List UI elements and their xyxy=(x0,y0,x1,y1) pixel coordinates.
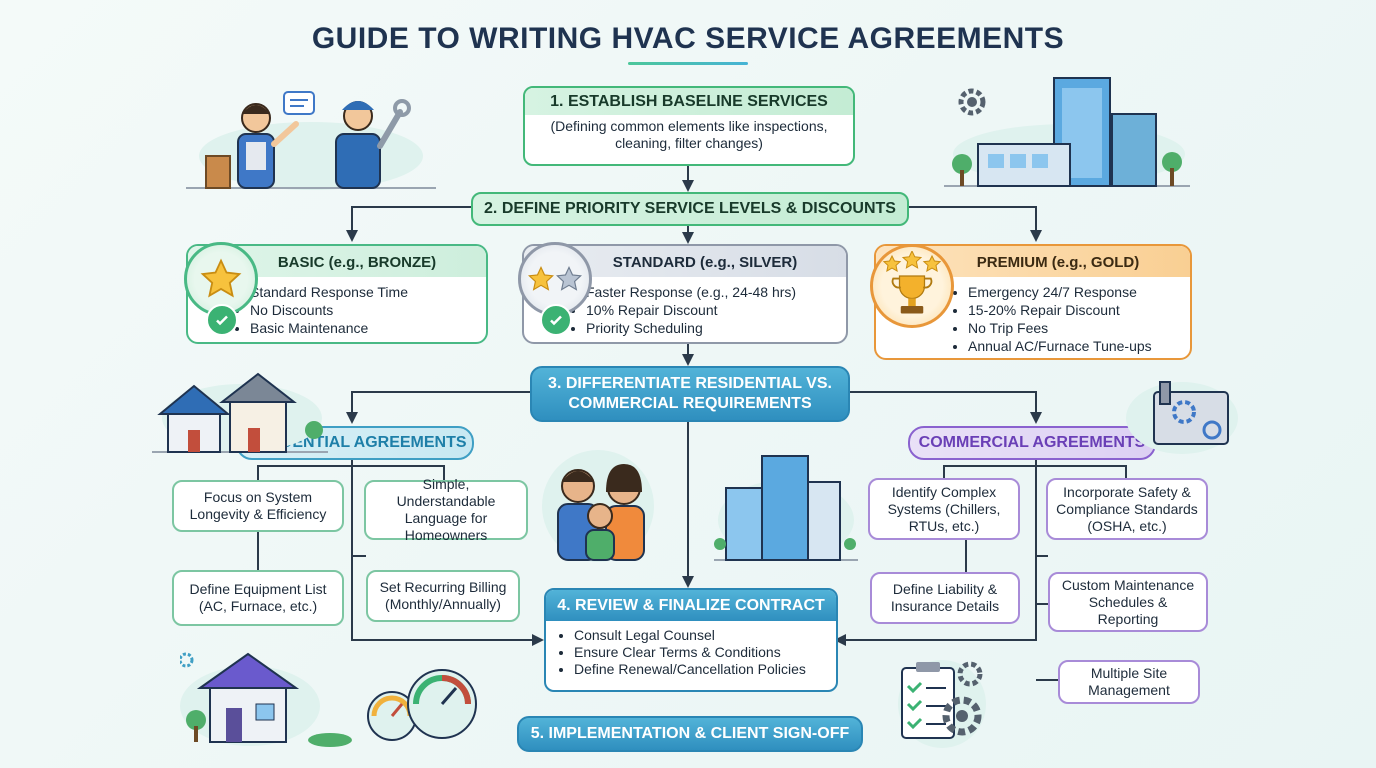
step-4-title: 4. REVIEW & FINALIZE CONTRACT xyxy=(546,590,836,621)
list-item: 15-20% Repair Discount xyxy=(968,301,1190,319)
step-4-box: 4. REVIEW & FINALIZE CONTRACT Consult Le… xyxy=(544,588,838,692)
residential-node-language: Simple, Understandable Language for Home… xyxy=(364,476,528,543)
list-item: Priority Scheduling xyxy=(586,319,846,337)
title-underline xyxy=(628,62,748,65)
trophy-icon xyxy=(870,244,954,328)
list-item: Annual AC/Furnace Tune-ups xyxy=(968,337,1190,355)
step-1-title: 1. ESTABLISH BASELINE SERVICES xyxy=(525,88,853,115)
node-text: Incorporate Safety & Compliance Standard… xyxy=(1056,483,1198,534)
commercial-node-complex-systems: Identify Complex Systems (Chillers, RTUs… xyxy=(868,478,1020,540)
node-text: Multiple Site Management xyxy=(1088,665,1170,698)
node-text: Set Recurring Billing (Monthly/Annually) xyxy=(379,579,507,612)
office-tower-illustration xyxy=(714,455,858,561)
list-item: No Discounts xyxy=(250,301,486,319)
houses-illustration xyxy=(152,372,328,453)
step-1-box: 1. ESTABLISH BASELINE SERVICES (Defining… xyxy=(523,86,855,166)
list-item: 10% Repair Discount xyxy=(586,301,846,319)
commercial-node-safety: Incorporate Safety & Compliance Standard… xyxy=(1046,478,1208,540)
tier-basic-list: Standard Response Time No Discounts Basi… xyxy=(188,283,486,337)
tier-premium-list: Emergency 24/7 Response 15-20% Repair Di… xyxy=(876,283,1190,355)
technicians-illustration xyxy=(186,91,436,190)
commercial-node-liability: Define Liability & Insurance Details xyxy=(870,572,1020,624)
hvac-unit-illustration xyxy=(1126,381,1238,454)
list-item: Ensure Clear Terms & Conditions xyxy=(574,644,836,661)
list-item: Standard Response Time xyxy=(250,283,486,301)
node-text: Define Equipment List (AC, Furnace, etc.… xyxy=(189,581,327,614)
step-4-list: Consult Legal Counsel Ensure Clear Terms… xyxy=(546,627,836,678)
list-item: Basic Maintenance xyxy=(250,319,486,337)
node-text: Simple, Understandable Language for Home… xyxy=(396,476,496,543)
step-1-description: (Defining common elements like inspectio… xyxy=(550,118,828,151)
step-2-title: 2. DEFINE PRIORITY SERVICE LEVELS & DISC… xyxy=(484,200,896,217)
commercial-agreements-header: COMMERCIAL AGREEMENTS xyxy=(908,426,1156,460)
tier-standard-list: Faster Response (e.g., 24-48 hrs) 10% Re… xyxy=(524,283,846,337)
residential-node-longevity: Focus on System Longevity & Efficiency xyxy=(172,480,344,532)
commercial-buildings-illustration xyxy=(944,77,1190,187)
residential-node-billing: Set Recurring Billing (Monthly/Annually) xyxy=(366,570,520,622)
step-3-title: 3. DIFFERENTIATE RESIDENTIAL VS. COMMERC… xyxy=(548,375,832,412)
node-text: Focus on System Longevity & Efficiency xyxy=(189,489,327,522)
node-text: Custom Maintenance Schedules & Reporting xyxy=(1061,576,1195,627)
page-title: GUIDE TO WRITING HVAC SERVICE AGREEMENTS xyxy=(311,22,1065,55)
family-illustration xyxy=(542,450,654,562)
step-5-box: 5. IMPLEMENTATION & CLIENT SIGN-OFF xyxy=(517,716,863,752)
list-item: Emergency 24/7 Response xyxy=(968,283,1190,301)
node-text: Define Liability & Insurance Details xyxy=(890,581,1000,614)
step-3-box: 3. DIFFERENTIATE RESIDENTIAL VS. COMMERC… xyxy=(530,366,850,422)
residential-node-equipment: Define Equipment List (AC, Furnace, etc.… xyxy=(172,570,344,626)
list-item: Faster Response (e.g., 24-48 hrs) xyxy=(586,283,846,301)
step-5-title: 5. IMPLEMENTATION & CLIENT SIGN-OFF xyxy=(530,725,850,742)
commercial-node-multi-site: Multiple Site Management xyxy=(1058,660,1200,704)
check-badge-icon xyxy=(206,304,238,336)
house-gauges-illustration xyxy=(180,652,477,747)
step-2-box: 2. DEFINE PRIORITY SERVICE LEVELS & DISC… xyxy=(471,192,909,226)
list-item: Consult Legal Counsel xyxy=(574,627,836,644)
check-badge-icon xyxy=(540,304,572,336)
checklist-gear-illustration xyxy=(898,660,986,748)
list-item: No Trip Fees xyxy=(968,319,1190,337)
commercial-node-maintenance: Custom Maintenance Schedules & Reporting xyxy=(1048,572,1208,632)
node-text: Identify Complex Systems (Chillers, RTUs… xyxy=(887,483,1001,534)
list-item: Define Renewal/Cancellation Policies xyxy=(574,661,836,678)
